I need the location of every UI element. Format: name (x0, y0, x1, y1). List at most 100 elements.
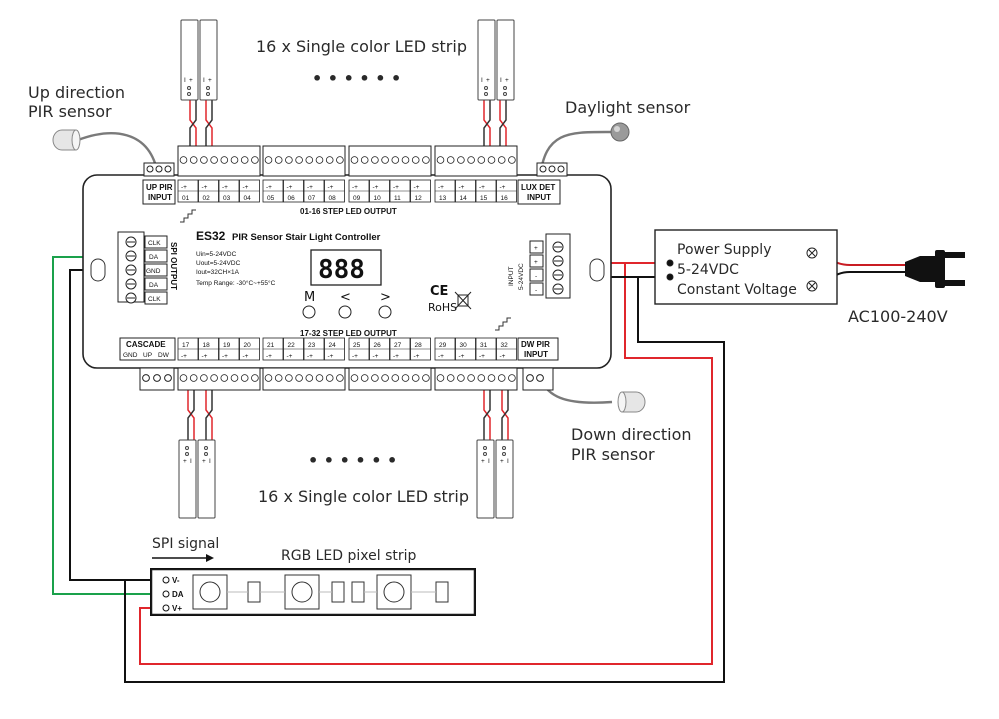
display-value: 888 (318, 255, 365, 285)
channel-03: 03-+ (218, 179, 240, 203)
channel-14: 14-+ (455, 179, 476, 203)
svg-text:+: + (208, 77, 212, 84)
channel-polarity: -+ (393, 353, 399, 360)
channel-polarity: -+ (373, 353, 379, 360)
button-right[interactable] (378, 305, 392, 319)
screw (155, 165, 163, 173)
svg-text:+: + (202, 458, 206, 465)
down-pir-label-2: PIR sensor (571, 445, 655, 464)
strip-pin-v-minus: V- (172, 576, 180, 585)
screw (336, 374, 344, 382)
channel-polarity: -+ (438, 184, 444, 191)
channel-11: 11-+ (389, 179, 411, 203)
screw (210, 374, 218, 382)
channel-polarity: -+ (266, 184, 272, 191)
black-ground-wire (124, 277, 725, 683)
channel-02: 02-+ (198, 179, 219, 203)
spi-pin-clk-1: CLK (148, 240, 161, 247)
channel-number: 05 (267, 195, 275, 202)
channel-polarity: -+ (352, 353, 358, 360)
screw (305, 374, 314, 382)
rgb-strip-label: RGB LED pixel strip (281, 548, 417, 564)
screw (251, 156, 259, 164)
channel-polarity: -+ (414, 353, 420, 360)
channel-number: 01 (182, 195, 190, 202)
screw (325, 156, 334, 164)
screw (220, 156, 229, 164)
channel-29: 29-+ (434, 337, 456, 361)
screw (436, 374, 445, 382)
controller: 01-+02-+03-+04-+05-+06-+07-+08-+09-+10-+… (82, 145, 612, 391)
channel-number: 31 (480, 342, 488, 349)
dw-pir-input-label: INPUT (524, 350, 548, 359)
top-strip-label: 16 x Single color LED strip (256, 37, 467, 56)
screw (381, 374, 389, 382)
screw (274, 374, 283, 382)
screw (557, 165, 565, 173)
up-pir-label-2: PIR sensor (28, 102, 112, 121)
spec-iout: Iout=32CH×1A (196, 269, 240, 276)
top-right-led-strips (477, 19, 515, 101)
psu-line3: Constant Voltage (677, 282, 797, 298)
screw (325, 374, 334, 382)
red-strip-wire (139, 263, 713, 665)
mount-hole-left (90, 258, 106, 282)
channel-polarity: -+ (500, 184, 506, 191)
input-title: INPUT (508, 266, 515, 286)
screw (497, 156, 506, 164)
input-pin-minus-1: - (535, 273, 537, 280)
screw (508, 156, 516, 164)
spec-temp: Temp Range: -30°C~+55°C (196, 279, 276, 287)
input-pin-plus-1: + (534, 245, 538, 252)
screw (360, 156, 369, 164)
channel-number: 16 (501, 195, 509, 202)
screw (526, 374, 534, 382)
channel-number: 19 (223, 342, 231, 349)
svg-text:+: + (486, 77, 490, 84)
svg-text:I: I (190, 458, 192, 465)
spi-pin-da-1: DA (149, 254, 159, 261)
channel-number: 06 (288, 195, 296, 202)
channel-08: 08-+ (324, 179, 345, 203)
screw (422, 374, 430, 382)
screw (536, 374, 544, 382)
weee-icon (454, 291, 472, 310)
screw (264, 374, 273, 382)
screw (371, 374, 379, 382)
channel-number: 13 (439, 195, 447, 202)
input-connector-pins (552, 241, 564, 295)
channel-polarity: -+ (222, 353, 228, 360)
channel-30: 30-+ (455, 337, 476, 361)
lux-det-label: LUX DET (521, 183, 555, 192)
channel-polarity: -+ (181, 184, 187, 191)
spi-arrow-icon (152, 554, 214, 562)
cascade-gnd: GND (123, 352, 138, 359)
channel-10: 10-+ (369, 179, 390, 203)
screw (381, 156, 389, 164)
channel-number: 30 (460, 342, 468, 349)
screw (401, 374, 410, 382)
rgb-pixel-strip: V- DA V+ (150, 568, 476, 616)
channel-polarity: -+ (202, 353, 208, 360)
svg-text:+: + (500, 458, 504, 465)
button-m[interactable] (302, 305, 316, 319)
screw (467, 156, 475, 164)
channel-polarity: -+ (243, 353, 249, 360)
up-pir-cable (77, 132, 160, 176)
channel-15: 15-+ (475, 179, 497, 203)
top-dots: • • • • • • (312, 69, 401, 88)
channel-polarity: -+ (414, 184, 420, 191)
screw (142, 374, 150, 382)
button-left[interactable] (338, 305, 352, 319)
screw (350, 374, 359, 382)
channel-21: 21-+ (262, 337, 284, 361)
screw (360, 374, 369, 382)
channel-number: 18 (203, 342, 211, 349)
spi-connector-pins (125, 236, 137, 304)
bottom-terminals (139, 367, 554, 391)
model-label: ES32 (196, 229, 226, 243)
screw (391, 156, 400, 164)
channel-28: 28-+ (410, 337, 431, 361)
screw (422, 156, 430, 164)
